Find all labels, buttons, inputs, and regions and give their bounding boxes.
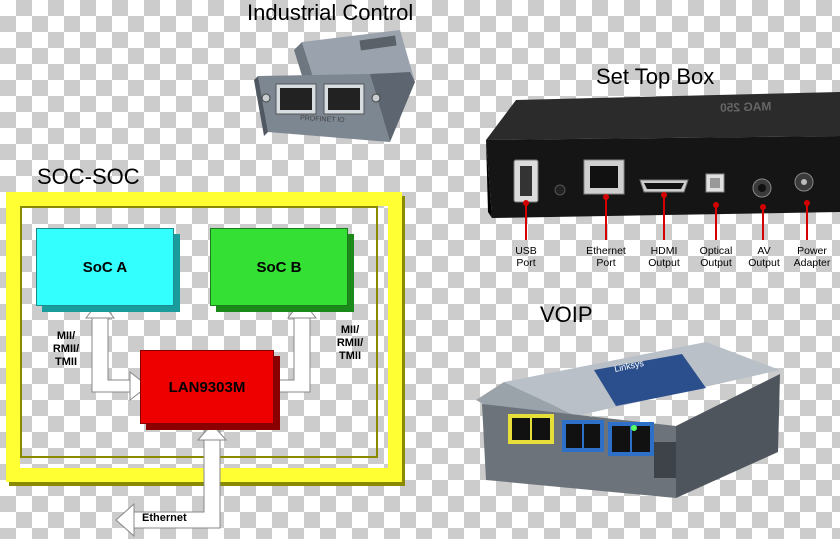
av-leader-line xyxy=(762,206,764,240)
power-leader-dot xyxy=(804,200,810,206)
lan9303m-label: LAN9303M xyxy=(168,378,246,396)
voip-device-image xyxy=(476,342,780,498)
mii-label-right: MII/ RMII/ TMII xyxy=(336,324,364,362)
ethernet-label: Ethernet xyxy=(142,512,187,524)
set-top-box-brand: MAG 250 xyxy=(719,99,772,115)
hdmi-leader-dot xyxy=(661,192,667,198)
power-leader-line xyxy=(806,202,808,240)
soc-soc-title: SOC-SOC xyxy=(37,164,140,189)
connection-arrows xyxy=(84,299,318,538)
usb-leader-line xyxy=(525,202,527,240)
ethernet-leader-dot xyxy=(603,194,609,200)
soc-frame-inner xyxy=(20,206,378,458)
optical-leader-dot xyxy=(713,202,719,208)
soc-b-box: SoC B xyxy=(210,228,348,306)
mii-arrow-left xyxy=(84,299,149,402)
hdmi-leader-line xyxy=(663,194,665,240)
usb-leader-dot xyxy=(523,200,529,206)
av-leader-dot xyxy=(760,204,766,210)
ethernet-arrow xyxy=(115,423,228,538)
ethernet-leader-line xyxy=(605,196,607,240)
soc-a-box: SoC A xyxy=(36,228,174,306)
mii-label-left: MII/ RMII/ TMII xyxy=(52,330,80,368)
set-top-box-image xyxy=(486,92,840,218)
soc-b-label: SoC B xyxy=(256,258,302,276)
soc-a-label: SoC A xyxy=(82,258,128,276)
voip-title: VOIP xyxy=(540,302,593,327)
lan9303m-box: LAN9303M xyxy=(140,350,274,424)
optical-leader-line xyxy=(715,204,717,240)
industrial-module-image xyxy=(254,30,415,142)
set-top-box-title: Set Top Box xyxy=(596,64,715,89)
soc-frame-outer xyxy=(6,192,402,482)
industrial-control-title: Industrial Control xyxy=(247,0,414,25)
